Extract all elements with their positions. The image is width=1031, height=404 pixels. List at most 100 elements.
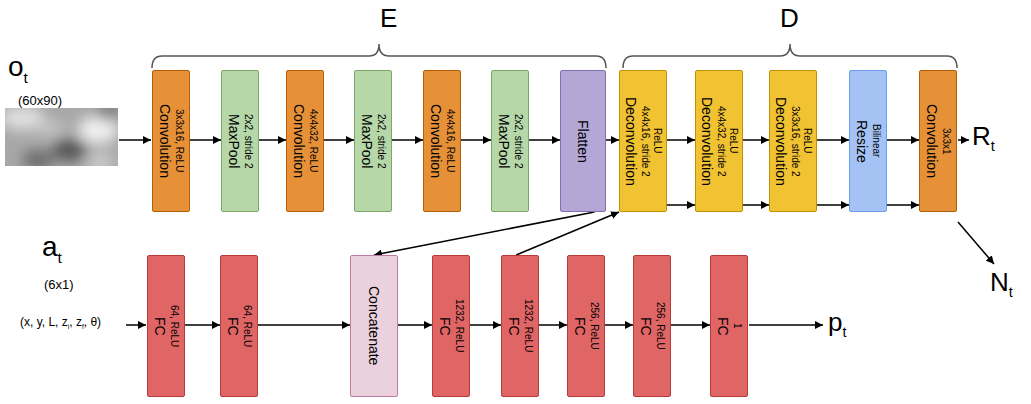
flow-arrow bbox=[887, 139, 919, 141]
layer-params: 4x4x16, stride 2 ReLU bbox=[639, 99, 663, 183]
layer-text: FC256, ReLU bbox=[638, 256, 666, 396]
symbol: R bbox=[972, 121, 991, 151]
maxpool-layer: MaxPool2x2, stride 2 bbox=[354, 70, 392, 212]
layer-params: 2x2, stride 2 bbox=[512, 77, 524, 205]
flow-arrow bbox=[743, 139, 769, 141]
image-blob bbox=[78, 116, 118, 144]
flow-arrow bbox=[259, 139, 286, 141]
flow-arrow bbox=[190, 139, 221, 141]
section-letter: E bbox=[380, 3, 397, 33]
layer-params: 3x3x16, stride 2 ReLU bbox=[789, 99, 813, 183]
fc-layer: FC1232, ReLU bbox=[432, 255, 470, 397]
layer-name: FC bbox=[638, 262, 654, 390]
flow-arrow bbox=[817, 204, 849, 206]
label-group: D bbox=[780, 4, 799, 33]
parameter-list: , z bbox=[69, 315, 82, 329]
flow-arrow bbox=[743, 204, 769, 206]
flow-arrow bbox=[539, 324, 567, 326]
flow-arrow bbox=[887, 204, 919, 206]
subscript: t bbox=[58, 249, 62, 266]
image-blob bbox=[96, 108, 118, 120]
layer-name: MaxPool bbox=[496, 77, 512, 205]
flow-arrow bbox=[605, 324, 633, 326]
flow-arrow bbox=[398, 324, 432, 326]
encoder-brace bbox=[152, 44, 606, 68]
image-blob bbox=[22, 150, 54, 166]
layer-params: 64, ReLU bbox=[241, 262, 253, 390]
maxpool-layer: MaxPool2x2, stride 2 bbox=[491, 70, 529, 212]
flow-arrow bbox=[461, 139, 491, 141]
layer-params: 1232, ReLU bbox=[453, 262, 465, 390]
image-blob bbox=[86, 154, 114, 166]
layer-text: MaxPool2x2, stride 2 bbox=[496, 71, 524, 211]
layer-text: ResizeBilinear bbox=[854, 71, 882, 211]
output-arrow bbox=[749, 324, 823, 326]
flow-arrow bbox=[817, 139, 849, 141]
layer-params: 3x3x1 bbox=[940, 77, 952, 205]
flow-arrow bbox=[470, 324, 501, 326]
flow-arrow bbox=[606, 139, 619, 141]
label-group: Rt bbox=[972, 122, 995, 155]
label-group: E bbox=[380, 4, 397, 33]
symbol: a bbox=[42, 231, 58, 262]
layer-name: Convolution bbox=[924, 77, 940, 205]
layer-text: FC64, ReLU bbox=[225, 256, 253, 396]
layer-params: Bilinear bbox=[870, 77, 882, 205]
symbol: N bbox=[990, 267, 1009, 297]
label-group: (60x90) bbox=[18, 94, 62, 108]
layer-params: 2x2, stride 2 bbox=[242, 77, 254, 205]
flow-arrow bbox=[324, 139, 354, 141]
layer-text: Deconvolution4x4x32, stride 2 ReLU bbox=[699, 71, 739, 211]
layer-name: FC bbox=[572, 262, 588, 390]
symbol: o bbox=[8, 51, 24, 82]
layer-name: FC bbox=[506, 262, 522, 390]
subscript: t bbox=[24, 69, 28, 86]
dimension-note: (6x1) bbox=[44, 277, 74, 292]
fc-layer: FC256, ReLU bbox=[633, 255, 671, 397]
input-arrow bbox=[126, 324, 146, 326]
subscript: f bbox=[82, 323, 84, 330]
parameter-list: , θ) bbox=[84, 315, 101, 329]
layer-text: Convolution4x4x32, ReLU bbox=[291, 71, 319, 211]
layer-params: 1 bbox=[731, 262, 743, 390]
layer-params: 1232, ReLU bbox=[522, 262, 534, 390]
convolution-layer: Convolution4x4x32, ReLU bbox=[286, 70, 324, 212]
layer-name: Deconvolution bbox=[699, 77, 715, 205]
flow-arrow bbox=[374, 212, 595, 255]
fc-layer: FC64, ReLU bbox=[147, 255, 185, 397]
flow-arrow bbox=[392, 139, 423, 141]
subscript: t bbox=[991, 138, 995, 154]
dimension-note: (60x90) bbox=[18, 93, 62, 108]
layer-name: Flatten bbox=[575, 77, 591, 205]
layer-params: 4x4x32, ReLU bbox=[307, 77, 319, 205]
layer-text: Concatenate bbox=[366, 256, 382, 396]
layer-params: 64, ReLU bbox=[168, 262, 180, 390]
layer-name: Deconvolution bbox=[623, 77, 639, 205]
flow-arrow bbox=[185, 324, 220, 326]
layer-text: FC1232, ReLU bbox=[437, 256, 465, 396]
label-group: (x, y, L, zi, zf, θ) bbox=[20, 316, 101, 331]
layer-params: 4x4x32, stride 2 ReLU bbox=[715, 99, 739, 183]
resize-layer: ResizeBilinear bbox=[849, 70, 887, 212]
layer-text: MaxPool2x2, stride 2 bbox=[226, 71, 254, 211]
layer-name: MaxPool bbox=[226, 77, 242, 205]
parameter-list: (x, y, L, z bbox=[20, 315, 68, 329]
concatenate-layer: Concatenate bbox=[350, 255, 398, 397]
image-blob bbox=[36, 121, 64, 135]
input-arrow bbox=[119, 139, 151, 141]
layer-text: Convolution3x3x16, ReLU bbox=[157, 71, 185, 211]
convolution-layer: Convolution3x3x16, ReLU bbox=[152, 70, 190, 212]
subscript: t bbox=[1009, 284, 1013, 300]
flow-arrow bbox=[258, 324, 350, 326]
layer-params: 2x2, stride 2 bbox=[375, 77, 387, 205]
fc-layer: FC1 bbox=[710, 255, 748, 397]
label-group: at bbox=[42, 232, 62, 267]
fc-layer: FC1232, ReLU bbox=[501, 255, 539, 397]
flow-arrow bbox=[667, 204, 695, 206]
output-arrow bbox=[958, 222, 994, 264]
layer-params: 3x3x16, ReLU bbox=[173, 77, 185, 205]
layer-name: Resize bbox=[854, 77, 870, 205]
flow-arrow bbox=[516, 212, 619, 255]
flatten-layer: Flatten bbox=[560, 70, 606, 212]
deconvolution-layer: Deconvolution4x4x16, stride 2 ReLU bbox=[619, 70, 667, 212]
